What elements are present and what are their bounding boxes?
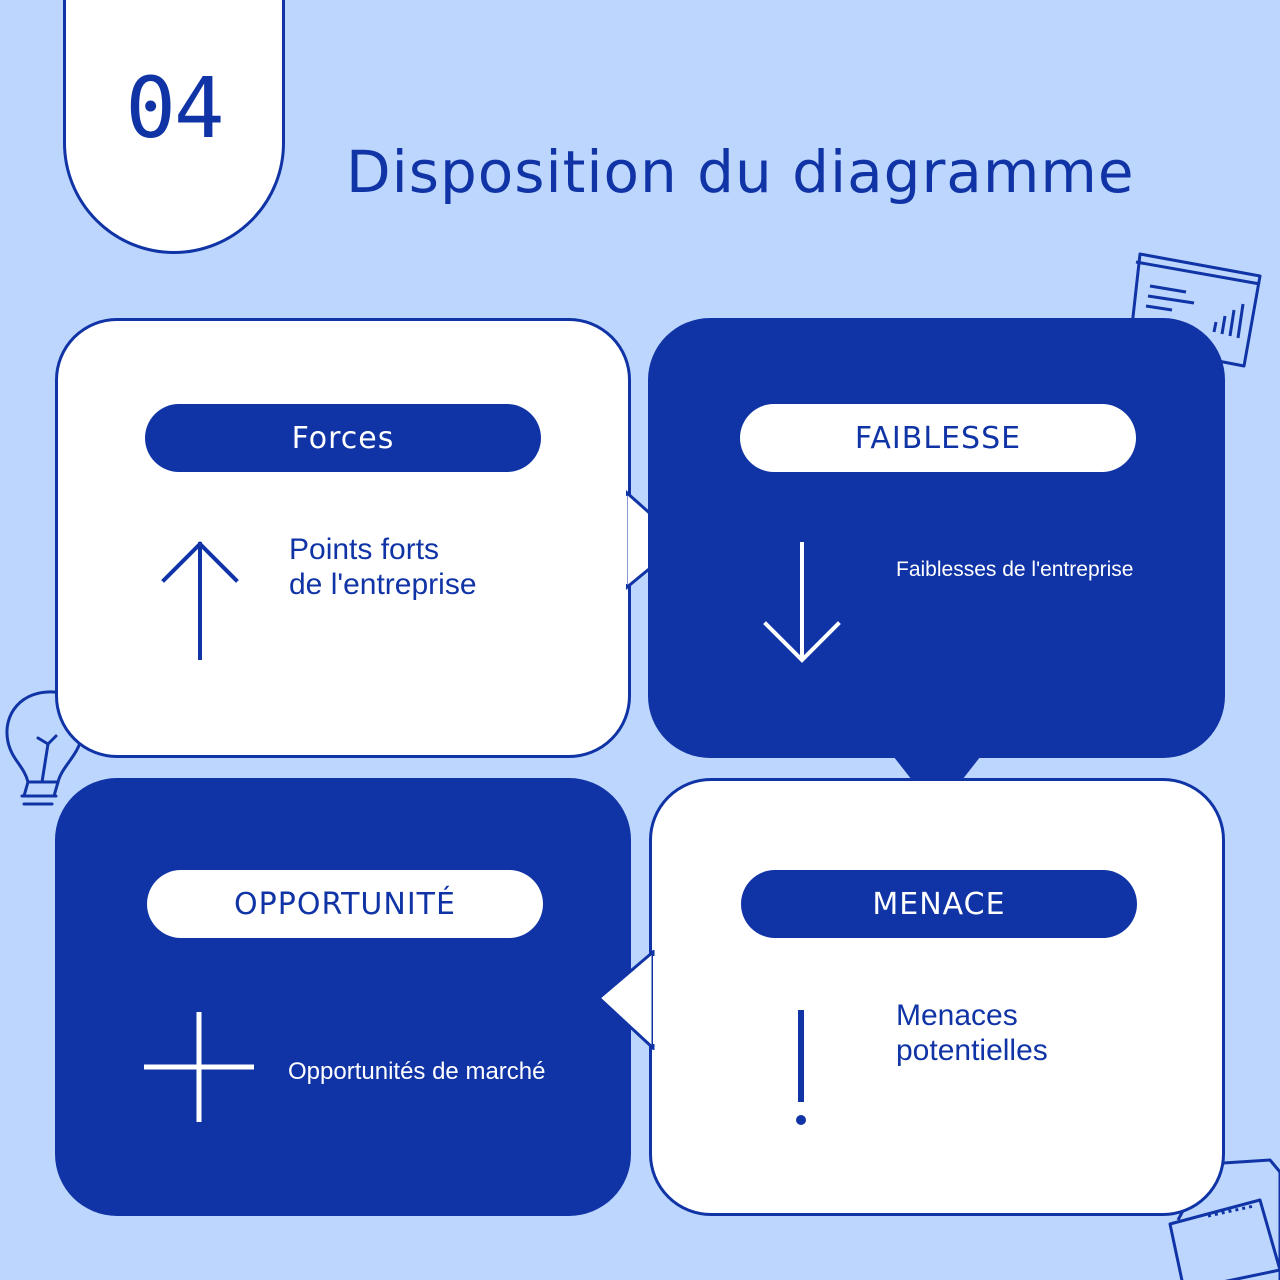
faiblesse-label: FAIBLESSE: [740, 404, 1136, 472]
plus-icon: [144, 1012, 254, 1122]
exclamation-icon: [796, 1010, 806, 1125]
menace-label: MENACE: [741, 870, 1137, 938]
forces-label: Forces: [145, 404, 541, 472]
menace-description: Menaces potentielles: [896, 998, 1048, 1068]
forces-description-line: de l'entreprise: [289, 568, 477, 601]
forces-description: Points forts de l'entreprise: [289, 532, 477, 602]
menace-description-line: potentielles: [896, 1034, 1048, 1067]
arrow-up-icon: [161, 541, 239, 660]
menace-description-line: Menaces: [896, 999, 1018, 1032]
presentation-board-icon: [1128, 252, 1262, 368]
opportunite-description-line: Opportunités de marché: [288, 1058, 546, 1085]
menace-card-pointer: [597, 950, 655, 1050]
menace-card: [649, 778, 1225, 1216]
section-number: 04: [125, 59, 224, 157]
opportunite-card: [55, 778, 631, 1216]
section-number-tab: 04: [63, 0, 285, 254]
forces-description-line: Points forts: [289, 533, 440, 566]
page-title: Disposition du diagramme: [346, 138, 1135, 206]
faiblesse-card: [648, 318, 1225, 758]
faiblesse-description: Faiblesses de l'entreprise: [896, 557, 1133, 583]
opportunite-description: Opportunités de marché: [288, 1057, 545, 1087]
forces-card: [55, 318, 631, 758]
opportunite-label: OPPORTUNITÉ: [147, 870, 543, 938]
faiblesse-description-line: Faiblesses de l'entreprise: [896, 558, 1134, 581]
arrow-down-icon: [763, 542, 841, 663]
